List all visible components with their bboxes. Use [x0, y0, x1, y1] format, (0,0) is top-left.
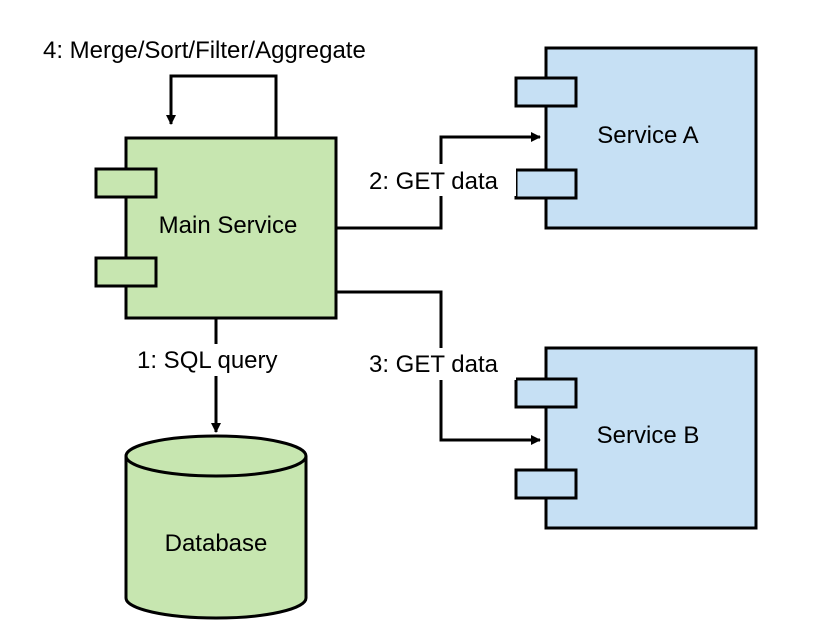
merge-loop-line	[166, 74, 278, 138]
service-a-port-bottom	[514, 168, 578, 200]
service-b-body	[544, 346, 758, 530]
edge-get-a: 2: GET data	[336, 132, 541, 230]
main-service-body	[124, 136, 338, 320]
database-label: Database	[165, 530, 268, 557]
service-b-node: Service B	[514, 346, 758, 530]
edge-get-b: 3: GET data	[336, 290, 541, 445]
main-service-port-top	[94, 167, 158, 199]
service-b-port-top	[514, 377, 578, 409]
service-a-node: Service A	[514, 46, 758, 230]
service-b-port-bottom	[514, 468, 578, 500]
service-a-port-top	[514, 76, 578, 108]
edge-sql-query: 1: SQL query	[134, 318, 300, 433]
service-b-label: Service B	[597, 422, 700, 449]
main-service-node: Main Service	[94, 136, 338, 320]
sql-query-label-bg	[134, 344, 300, 376]
merge-label: 4: Merge/Sort/Filter/Aggregate	[43, 37, 366, 64]
sql-query-label: 1: SQL query	[137, 347, 278, 374]
get-b-label: 3: GET data	[369, 351, 499, 378]
service-a-label: Service A	[597, 122, 698, 149]
database-node: Database	[124, 434, 308, 620]
get-a-label: 2: GET data	[369, 168, 499, 195]
database-body	[124, 456, 308, 620]
database-top	[124, 434, 308, 478]
get-a-label-bg	[366, 164, 516, 196]
main-service-port-bottom	[94, 256, 158, 288]
get-b-label-bg	[366, 348, 516, 380]
service-a-body	[544, 46, 758, 230]
edge-merge: 4: Merge/Sort/Filter/Aggregate	[43, 37, 366, 138]
main-service-label: Main Service	[159, 212, 298, 239]
